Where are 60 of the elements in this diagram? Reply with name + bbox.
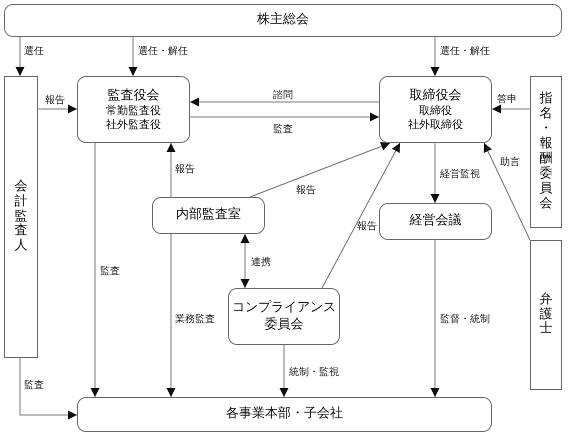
edge-label: 助言 xyxy=(500,156,520,169)
edge-label: 報告 xyxy=(296,184,316,197)
edge-label: 選任・解任 xyxy=(440,45,490,58)
arrow xyxy=(128,36,138,76)
node-subtext: 取締役 xyxy=(419,104,452,118)
arrow xyxy=(38,104,78,114)
vertical-box xyxy=(530,240,562,390)
node-title: コンプライアンス委員会 xyxy=(231,300,337,333)
node-subtext: 常勤監査役 xyxy=(106,104,161,118)
edge-label: 報告 xyxy=(175,162,195,176)
arrow xyxy=(430,142,440,204)
edge-label: 監査 xyxy=(273,122,293,136)
edge-label: 監督・統制 xyxy=(440,312,490,326)
arrow xyxy=(190,98,380,106)
arrow xyxy=(280,344,288,398)
rounded-box xyxy=(77,397,492,432)
arrow xyxy=(16,36,24,76)
arrow xyxy=(20,358,78,420)
edge-label: 監査 xyxy=(100,264,120,278)
edge-label: 経営監視 xyxy=(440,168,480,181)
node-text: 指名・報酬委員会 xyxy=(540,92,552,212)
edge-label: 諮問 xyxy=(273,88,293,102)
vertical-box xyxy=(4,76,38,358)
node-title: 各事業本部・子会社 xyxy=(226,406,343,423)
edge-label: 業務監査 xyxy=(175,312,215,326)
rounded-box xyxy=(228,288,340,345)
node-title: 経営会議 xyxy=(410,213,462,230)
rounded-box xyxy=(152,197,265,234)
edge-label: 連携 xyxy=(251,256,271,269)
edge-label: 報告 xyxy=(357,220,377,233)
arrow xyxy=(240,234,250,288)
edge-label: 報告 xyxy=(45,94,65,107)
node-title: 内部監査室 xyxy=(176,207,241,224)
edge-label: 選任 xyxy=(24,45,44,58)
edge-label: 統制・監視 xyxy=(289,366,339,379)
node-subtext: 社外監査役 xyxy=(106,118,161,132)
arrow xyxy=(430,240,440,398)
rounded-box xyxy=(379,203,492,240)
arrow xyxy=(492,104,530,114)
arrow xyxy=(322,142,400,288)
node-subtext: 社外取締役 xyxy=(408,118,463,132)
arrow xyxy=(430,36,440,76)
arrow xyxy=(190,112,380,122)
arrow xyxy=(250,142,390,198)
node-title: 株主総会 xyxy=(257,12,309,29)
edge-label: 答申 xyxy=(497,92,517,106)
arrow xyxy=(484,142,530,240)
rounded-box xyxy=(77,76,190,143)
rounded-box xyxy=(379,76,492,143)
node-title: 監査役会 xyxy=(108,88,160,104)
node-text: 弁護士 xyxy=(540,292,552,338)
edge-label: 監査 xyxy=(24,378,44,392)
edge-label: 選任・解任 xyxy=(138,45,188,58)
arrow xyxy=(90,142,100,398)
arrow xyxy=(166,234,176,398)
vertical-box xyxy=(530,76,562,228)
arrow xyxy=(166,142,176,198)
node-text: 会計監査人 xyxy=(14,180,28,254)
node-title: 取締役会 xyxy=(410,88,462,104)
rounded-box xyxy=(4,4,562,37)
